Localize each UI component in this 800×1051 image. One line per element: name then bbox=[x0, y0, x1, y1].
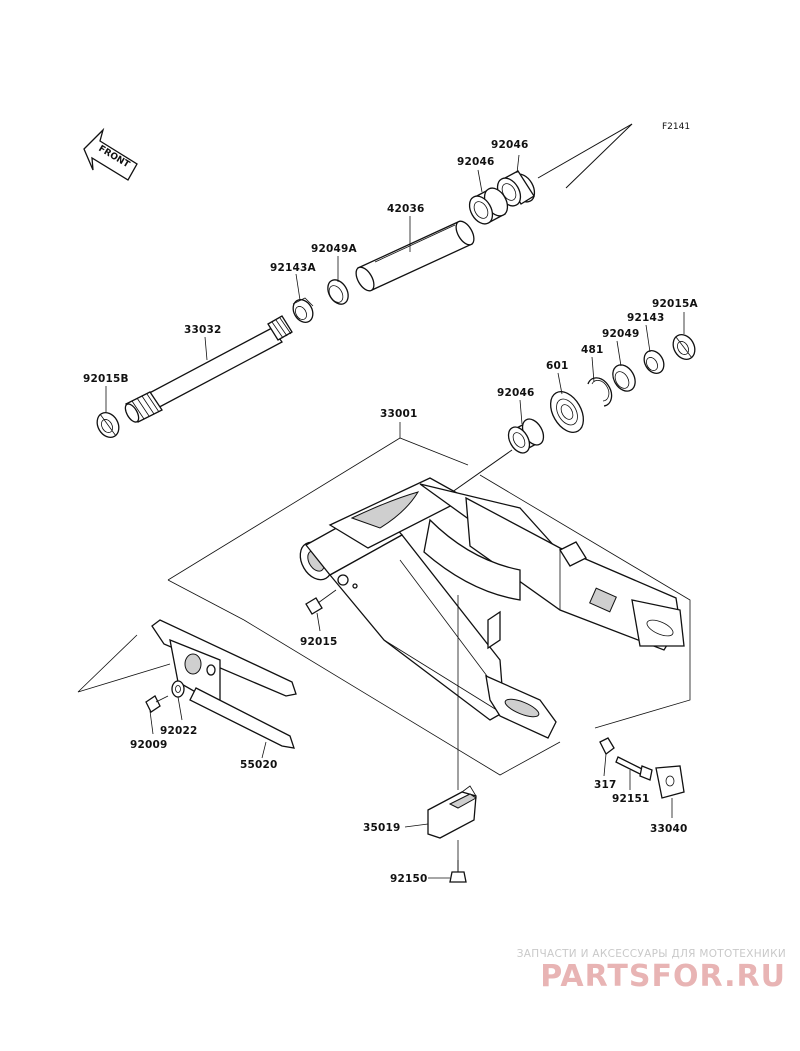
pivot-assembly-axis bbox=[537, 123, 633, 189]
label-92046-mid: 92046 bbox=[457, 156, 495, 168]
label-92046-top: 92046 bbox=[491, 139, 529, 151]
label-92150: 92150 bbox=[390, 873, 428, 885]
label-92143A: 92143A bbox=[270, 262, 317, 274]
label-601: 601 bbox=[546, 360, 569, 372]
bolt-92150 bbox=[449, 860, 467, 883]
label-92151: 92151 bbox=[612, 793, 650, 805]
sleeve-42036 bbox=[355, 220, 475, 292]
oil-seal-92049A bbox=[327, 279, 349, 305]
label-33001: 33001 bbox=[380, 408, 418, 420]
chain-guide-axis bbox=[77, 634, 171, 693]
nut-92015B bbox=[96, 412, 120, 438]
needle-bearing-92046-low bbox=[507, 418, 545, 454]
chain-guard-35019 bbox=[427, 785, 477, 839]
bolt-92009 bbox=[145, 695, 169, 713]
washer-92022 bbox=[171, 680, 185, 698]
label-42036: 42036 bbox=[387, 203, 425, 215]
nut-92015A bbox=[672, 334, 696, 360]
label-33032: 33032 bbox=[184, 324, 222, 336]
label-92022: 92022 bbox=[160, 725, 198, 737]
swingarm-frame-outline bbox=[167, 422, 691, 776]
label-92015B: 92015B bbox=[83, 373, 129, 385]
circlip-481 bbox=[587, 377, 613, 407]
label-35019: 35019 bbox=[363, 822, 401, 834]
swingarm-33001 bbox=[299, 477, 685, 739]
collar-92143 bbox=[643, 350, 665, 374]
label-481: 481 bbox=[581, 344, 604, 356]
watermark-caption: ЗАПЧАСТИ И АКСЕССУАРЫ ДЛЯ МОТОТЕХНИКИ bbox=[516, 948, 786, 960]
watermark: ЗАПЧАСТИ И АКСЕССУАРЫ ДЛЯ МОТОТЕХНИКИ PA… bbox=[466, 948, 786, 994]
label-92049: 92049 bbox=[602, 328, 640, 340]
adjuster-block-33040 bbox=[655, 765, 685, 799]
watermark-logo[interactable]: PARTSFOR.RU bbox=[540, 959, 786, 994]
label-33040: 33040 bbox=[650, 823, 688, 835]
adjuster-bolt-92151 bbox=[615, 756, 653, 781]
collar-92143A bbox=[292, 297, 314, 323]
label-92046-low: 92046 bbox=[497, 387, 535, 399]
bolt-92015 bbox=[305, 589, 337, 615]
label-92015A: 92015A bbox=[652, 298, 699, 310]
label-92015: 92015 bbox=[300, 636, 338, 648]
oil-seal-92049 bbox=[612, 364, 636, 392]
pivot-shaft-33032 bbox=[124, 315, 293, 423]
label-55020: 55020 bbox=[240, 759, 278, 771]
label-92009: 92009 bbox=[130, 739, 168, 751]
ball-bearing-601 bbox=[549, 391, 585, 433]
figure-code: F2141 bbox=[662, 122, 690, 132]
nut-317 bbox=[599, 737, 615, 755]
label-92143: 92143 bbox=[627, 312, 665, 324]
label-317: 317 bbox=[594, 779, 617, 791]
chain-guide-55020 bbox=[151, 619, 297, 749]
label-92049A: 92049A bbox=[311, 243, 358, 255]
front-arrow-icon: FRONT bbox=[83, 127, 138, 181]
needle-bearing-92046-mid bbox=[468, 187, 509, 225]
